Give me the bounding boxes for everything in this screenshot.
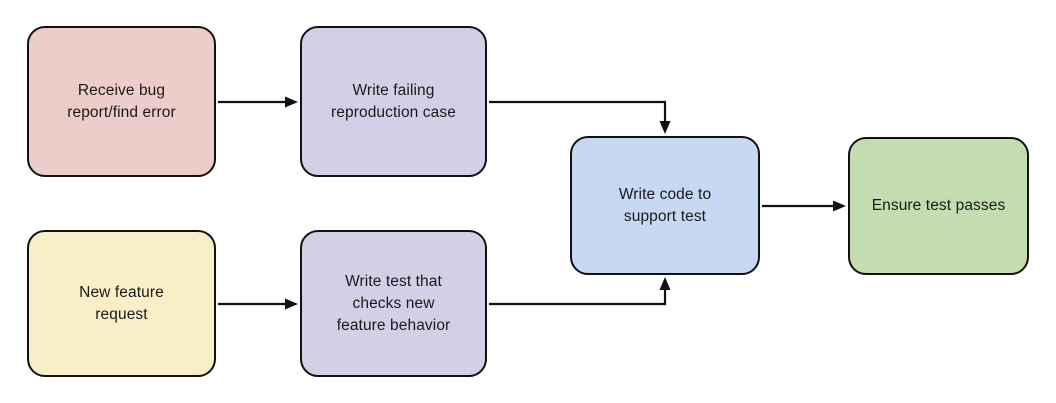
arrow-head-icon: [285, 96, 298, 108]
edge-reproduction-case-to-write-code: [489, 100, 671, 134]
node-ensure-test-passes[interactable]: Ensure test passes: [848, 137, 1029, 275]
arrow-head-icon: [659, 277, 671, 290]
node-receive-bug-report[interactable]: Receive bug report/find error: [27, 26, 216, 177]
edge-line: [489, 280, 667, 306]
node-write-failing-reproduction-case[interactable]: Write failing reproduction case: [300, 26, 487, 177]
edge-line: [489, 100, 667, 131]
node-new-feature-request[interactable]: New feature request: [27, 230, 216, 377]
edge-bug-report-to-reproduction-case: [218, 96, 298, 108]
arrow-head-icon: [285, 298, 298, 310]
edge-write-test-to-write-code: [489, 277, 671, 306]
edge-feature-request-to-write-test: [218, 298, 298, 310]
node-write-test-checks-new-feature[interactable]: Write test that checks new feature behav…: [300, 230, 487, 377]
edge-write-code-to-ensure-test-passes: [762, 200, 846, 212]
arrow-head-icon: [833, 200, 846, 212]
arrow-head-icon: [659, 121, 671, 134]
node-write-code-to-support-test[interactable]: Write code to support test: [570, 136, 760, 275]
